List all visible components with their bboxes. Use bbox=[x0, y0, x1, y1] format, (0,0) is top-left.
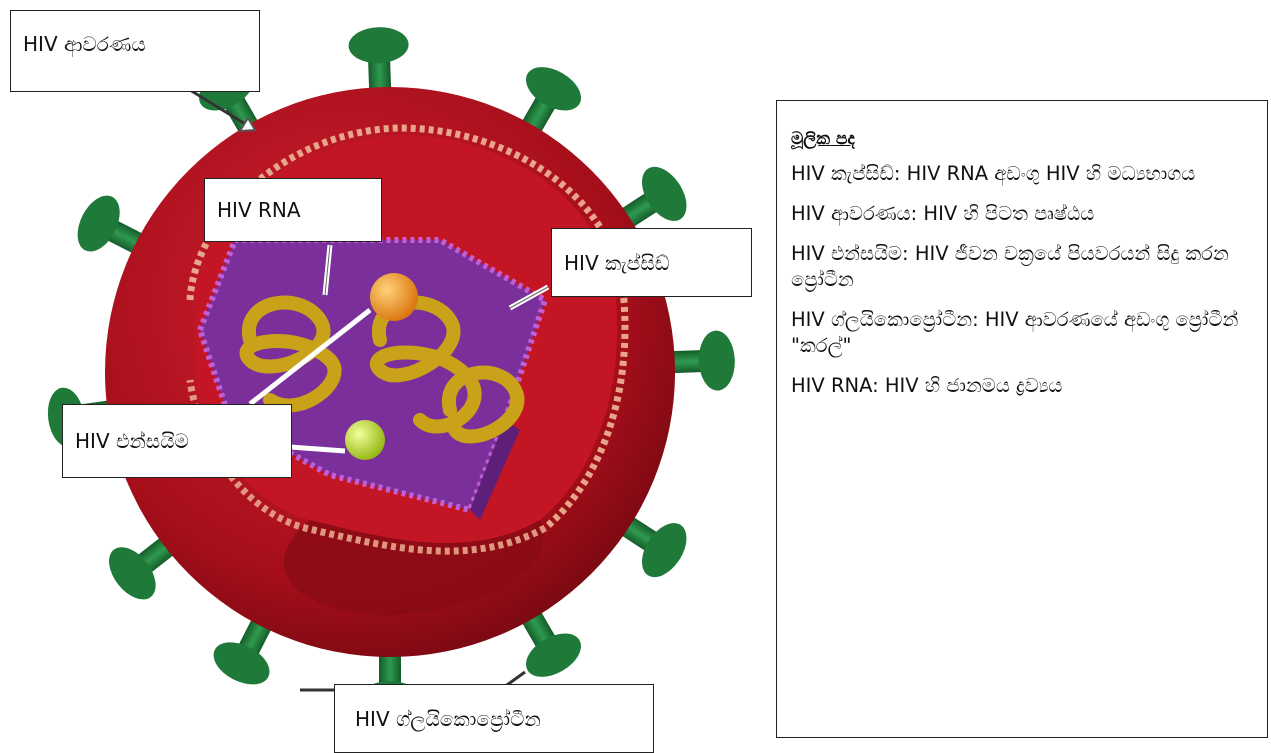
key-terms-title: මූලික පද bbox=[791, 129, 1253, 149]
key-entry-envelope: HIV ආවරණය: HIV හි පිටත පෘෂ්ඨය bbox=[791, 201, 1253, 227]
label-hiv-capsid: HIV කැප්සිඩ් bbox=[551, 228, 752, 297]
label-hiv-enzyme: HIV එන්සයිම bbox=[62, 404, 292, 478]
label-hiv-rna: HIV RNA bbox=[204, 178, 382, 242]
key-terms-panel: මූලික පද HIV කැප්සිඩ්: HIV RNA අඩංගු HIV… bbox=[776, 100, 1268, 738]
label-hiv-glycoprotein: HIV ග්ලයිකොප්‍රෝටීන bbox=[334, 684, 654, 753]
label-hiv-envelope: HIV ආවරණය bbox=[10, 10, 260, 92]
key-entry-enzyme: HIV එන්සයිම: HIV ජීවන චක්‍රයේ පියවරයන් ස… bbox=[791, 241, 1253, 293]
hiv-virion-diagram bbox=[0, 0, 770, 753]
enzyme-orange bbox=[370, 273, 418, 321]
key-entry-capsid: HIV කැප්සිඩ්: HIV RNA අඩංගු HIV හි මධ්‍ය… bbox=[791, 161, 1253, 187]
key-entry-rna: HIV RNA: HIV හි ජානමය ද්‍රව්‍යය bbox=[791, 373, 1253, 399]
enzyme-green bbox=[345, 420, 385, 460]
key-entry-glycoprotein: HIV ග්ලයිකොප්‍රෝටීන: HIV ආවරණයේ අඩංගු ප්… bbox=[791, 307, 1253, 359]
